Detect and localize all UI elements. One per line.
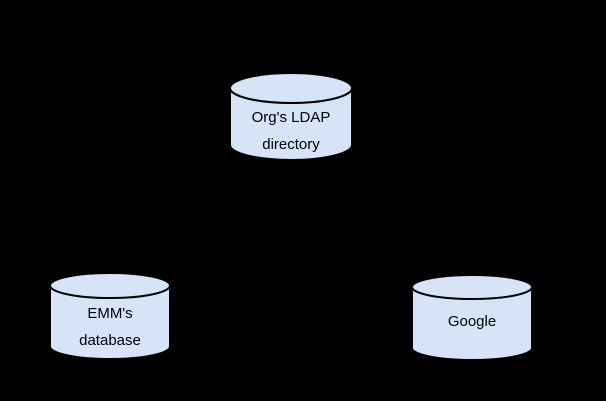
cylinder-body bbox=[49, 285, 171, 360]
cylinder-top bbox=[229, 72, 353, 104]
cylinder-top bbox=[411, 274, 533, 300]
node-label: EMM's database bbox=[48, 300, 172, 354]
node-orgs-ldap-directory: Org's LDAP directory bbox=[228, 71, 354, 162]
node-label-line: Org's LDAP bbox=[251, 109, 331, 126]
cylinder-body bbox=[229, 88, 353, 161]
node-label-line: Google bbox=[447, 313, 497, 330]
node-google: Google bbox=[410, 273, 534, 362]
node-label-line: EMM's bbox=[87, 305, 133, 322]
cylinder-top bbox=[49, 272, 171, 299]
node-label-line: directory bbox=[262, 136, 320, 153]
node-label: Google bbox=[410, 308, 534, 335]
node-label: Org's LDAP directory bbox=[228, 104, 354, 158]
database-cylinder-icon bbox=[49, 272, 171, 360]
node-label-line: database bbox=[79, 332, 141, 349]
database-cylinder-icon bbox=[411, 274, 533, 361]
node-emms-database: EMM's database bbox=[48, 271, 172, 361]
database-cylinder-icon bbox=[229, 72, 353, 161]
cylinder-body bbox=[411, 287, 533, 361]
